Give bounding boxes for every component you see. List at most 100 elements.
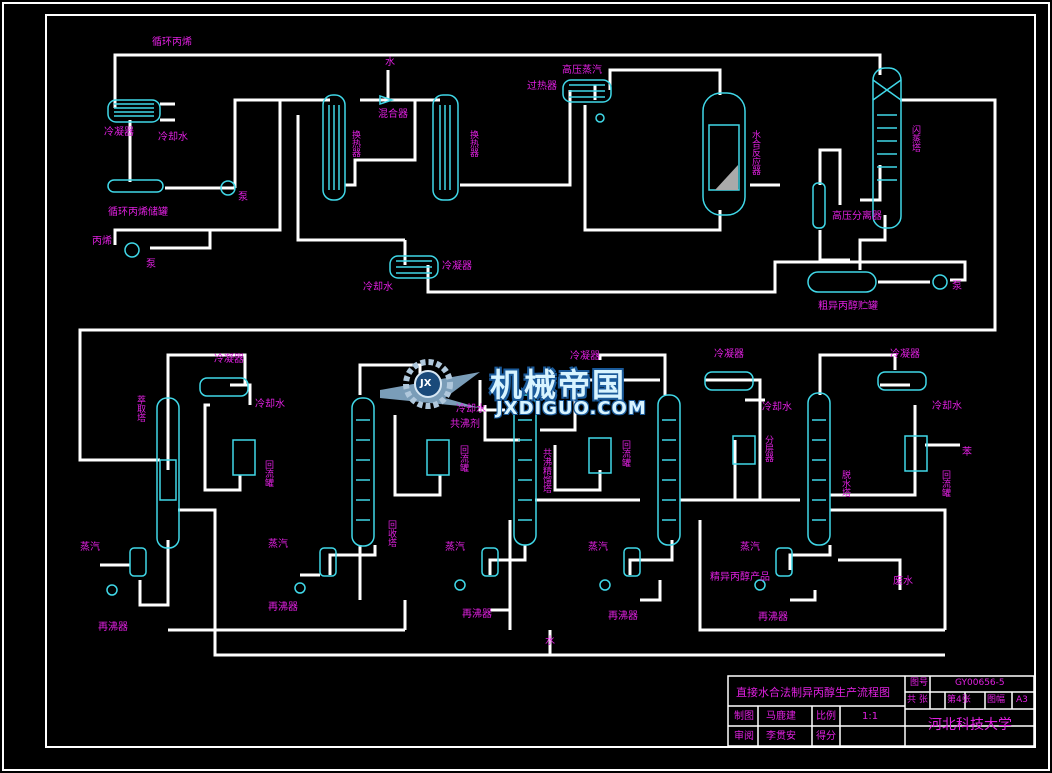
drawn-label: 制图: [734, 711, 754, 722]
label-azeotrope-tower: 共沸精馏塔: [541, 448, 551, 493]
drawing-no: GY00656-5: [955, 678, 1005, 688]
mixer-icon: [379, 94, 395, 106]
label-stripper: 回收塔: [386, 520, 396, 547]
condenser-5-icon: [877, 371, 927, 391]
label-hp-steam: 高压蒸汽: [562, 65, 602, 76]
label-reboiler-2: 再沸器: [268, 602, 298, 613]
azeotrope-tower-icon: [513, 394, 537, 546]
label-crude-tank: 粗异丙醇贮罐: [818, 301, 878, 312]
reviewed-label: 审阅: [734, 731, 754, 742]
drawn-by: 马鹿建: [766, 711, 796, 722]
scale-label: 比例: [816, 711, 836, 722]
label-propylene: 丙烯: [92, 236, 112, 247]
label-pump-3: 泵: [952, 281, 962, 292]
label-water-bottom: 水: [545, 636, 555, 647]
label-heat-exchanger-1: 换热器: [350, 130, 360, 157]
pump-3-icon: [932, 274, 948, 290]
label-separator: 分层器: [763, 435, 773, 462]
reboiler-4-icon: [623, 547, 641, 577]
label-cooling-water-1: 冷却水: [158, 132, 188, 143]
tower-4-icon: [657, 394, 681, 546]
separator-icon: [732, 435, 756, 465]
inner-border: [45, 14, 1036, 748]
label-flash-tower: 闪蒸塔: [910, 125, 920, 152]
label-hp-separator: 高压分离器: [832, 211, 882, 222]
flash-tower-icon: [872, 67, 902, 229]
condenser-1-icon: [107, 99, 161, 123]
label-pump-2: 泵: [146, 259, 156, 270]
watermark-emblem-text: JX: [420, 378, 432, 389]
label-steam-3: 蒸汽: [445, 542, 465, 553]
heat-exchanger-2-icon: [432, 94, 459, 201]
score-label: 得分: [816, 731, 836, 742]
label-dehydration-tower: 脱水塔: [840, 470, 850, 497]
label-cooling-water-4: 冷却水: [456, 404, 486, 415]
dehydration-tower-icon: [807, 392, 831, 546]
condenser-4-icon: [704, 371, 754, 391]
extractive-tower-icon: [156, 397, 180, 549]
crude-tank-icon: [807, 271, 877, 293]
label-waste-water: 废水: [893, 576, 913, 587]
condenser-2-icon: [389, 255, 439, 279]
label-cooling-water-2: 冷却水: [363, 282, 393, 293]
reflux-tank-1-icon: [232, 439, 256, 476]
label-reflux-tank-3: 回流罐: [620, 440, 630, 467]
label-recycle-propylene: 循环丙烯: [152, 37, 192, 48]
title-block: [727, 675, 1035, 747]
sheet-size-label: 图幅: [987, 695, 1006, 705]
pump-2-icon: [124, 242, 140, 258]
recycle-tank-icon: [107, 179, 164, 193]
label-entrainer: 共沸剂: [450, 419, 480, 430]
reactor-icon: [702, 92, 746, 216]
label-condenser-2: 冷凝器: [442, 261, 472, 272]
condenser-3-icon: [199, 377, 249, 397]
drawing-no-label: 图号: [910, 678, 929, 688]
watermark-cn: 机械帝国: [490, 366, 627, 404]
reboiler-5-icon: [775, 547, 793, 577]
stripper-icon: [351, 397, 375, 547]
heat-exchanger-1-icon: [322, 94, 346, 201]
sheet-size: A3: [1016, 695, 1028, 705]
label-steam-2: 蒸汽: [268, 539, 288, 550]
sheet-no: 第4张: [947, 695, 971, 705]
reboiler-3-icon: [481, 547, 499, 577]
label-condenser-5: 冷凝器: [714, 349, 744, 360]
label-recycle-tank: 循环丙烯储罐: [108, 207, 168, 218]
label-product: 精异丙醇产品: [710, 572, 770, 583]
label-reactor: 水合反应器: [750, 130, 760, 175]
label-steam-5: 蒸汽: [740, 542, 760, 553]
label-cooling-water-6: 冷却水: [932, 401, 962, 412]
reviewed-by: 李贯安: [766, 731, 796, 742]
label-reflux-tank-4: 回流罐: [940, 470, 950, 497]
label-cooling-water-3: 冷却水: [255, 399, 285, 410]
pump-1-icon: [220, 180, 236, 196]
scale: 1:1: [862, 711, 879, 722]
label-reflux-tank-1: 回流罐: [263, 460, 273, 487]
label-heat-exchanger-2: 换热器: [468, 130, 478, 157]
equipment: [106, 67, 948, 596]
reboiler-2-icon: [319, 547, 337, 577]
label-pump-1: 泵: [238, 192, 248, 203]
label-benzene: 苯: [962, 447, 972, 458]
label-reflux-tank-2: 回流罐: [458, 445, 468, 472]
watermark-en: JXDIGUO.COM: [496, 398, 647, 419]
label-reboiler-5: 再沸器: [758, 612, 788, 623]
label-reboiler-1: 再沸器: [98, 622, 128, 633]
label-superheater: 过热器: [527, 81, 557, 92]
hp-separator-icon: [812, 182, 826, 229]
label-reboiler-3: 再沸器: [462, 609, 492, 620]
reflux-tank-2-icon: [426, 439, 450, 476]
label-condenser-4: 冷凝器: [570, 351, 600, 362]
label-steam-4: 蒸汽: [588, 542, 608, 553]
reboiler-1-icon: [129, 547, 147, 577]
label-condenser-1: 冷凝器: [104, 127, 134, 138]
label-reboiler-4: 再沸器: [608, 611, 638, 622]
label-water-top: 水: [385, 57, 395, 68]
reflux-tank-3-icon: [588, 437, 612, 474]
label-mixer: 混合器: [378, 109, 408, 120]
superheater-icon: [562, 79, 612, 103]
label-cooling-water-5: 冷却水: [762, 402, 792, 413]
total-sheets: 共 张: [907, 695, 928, 705]
